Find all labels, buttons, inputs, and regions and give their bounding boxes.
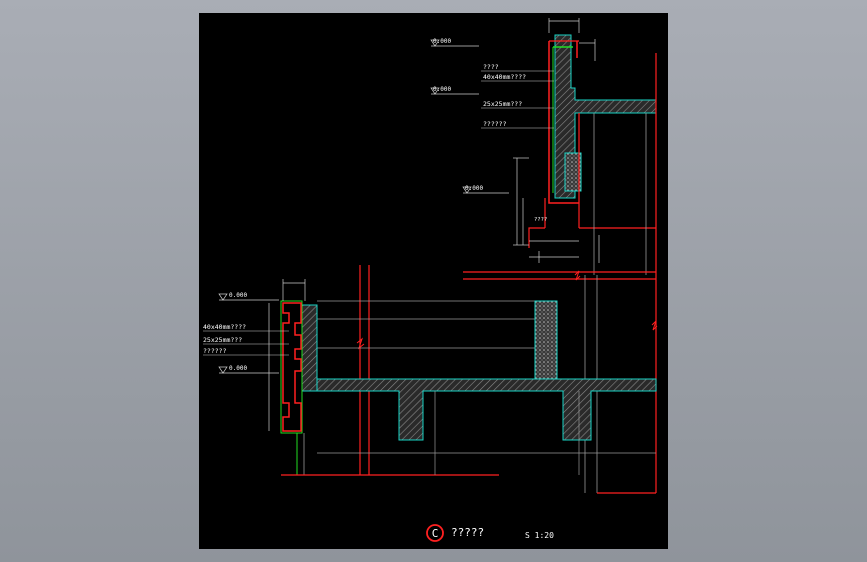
svg-text:0.000: 0.000 — [465, 185, 483, 192]
facade-profile — [282, 302, 302, 432]
drawing-title: ????? — [451, 526, 484, 539]
svg-text:0.000: 0.000 — [433, 86, 451, 93]
upper-detail: 0.000 0.000 0.000 ???? 40x40mm — [430, 18, 657, 493]
svg-text:0.000: 0.000 — [229, 365, 247, 372]
svg-text:0.000: 0.000 — [433, 38, 451, 45]
svg-text:40x40mm????: 40x40mm???? — [203, 323, 246, 331]
level-marker-low: 0.000 — [462, 185, 509, 194]
section-marker-letter: C — [432, 527, 439, 540]
svg-text:??????: ?????? — [483, 120, 507, 128]
level-marker-lower-top: 0.000 — [218, 292, 279, 301]
section-drawing: 0.000 0.000 0.000 ???? 40x40mm — [203, 18, 658, 542]
svg-text:25x25mm???: 25x25mm??? — [483, 100, 522, 108]
level-marker-mid: 0.000 — [430, 86, 479, 95]
svg-text:????: ???? — [483, 63, 499, 71]
leader-notes-upper: ???? 40x40mm???? 25x25mm??? ?????? ???? — [481, 63, 554, 223]
lower-detail: 0.000 0.000 40x40mm???? 25x25mm??? ?????… — [203, 279, 657, 476]
svg-text:25x25mm???: 25x25mm??? — [203, 336, 242, 344]
insulation-column — [534, 300, 558, 380]
floor-slab — [316, 378, 657, 441]
section-marker-circle — [426, 524, 444, 542]
drawing-sheet[interactable]: 0.000 0.000 0.000 ???? 40x40mm — [199, 13, 668, 549]
title-block: C ????? S 1:20 — [426, 524, 554, 542]
leader-notes-lower: 40x40mm???? 25x25mm??? ?????? — [203, 323, 289, 356]
svg-text:0.000: 0.000 — [229, 292, 247, 299]
svg-text:??????: ?????? — [203, 347, 227, 355]
finish-outline — [548, 41, 579, 204]
level-marker-top: 0.000 — [430, 38, 479, 47]
level-marker-lower-low: 0.000 — [218, 365, 279, 374]
lower-parapet — [301, 304, 318, 392]
svg-text:????: ???? — [534, 217, 547, 223]
insulation-block — [564, 152, 582, 192]
svg-text:40x40mm????: 40x40mm???? — [483, 73, 526, 81]
drawing-scale: S 1:20 — [525, 531, 554, 540]
